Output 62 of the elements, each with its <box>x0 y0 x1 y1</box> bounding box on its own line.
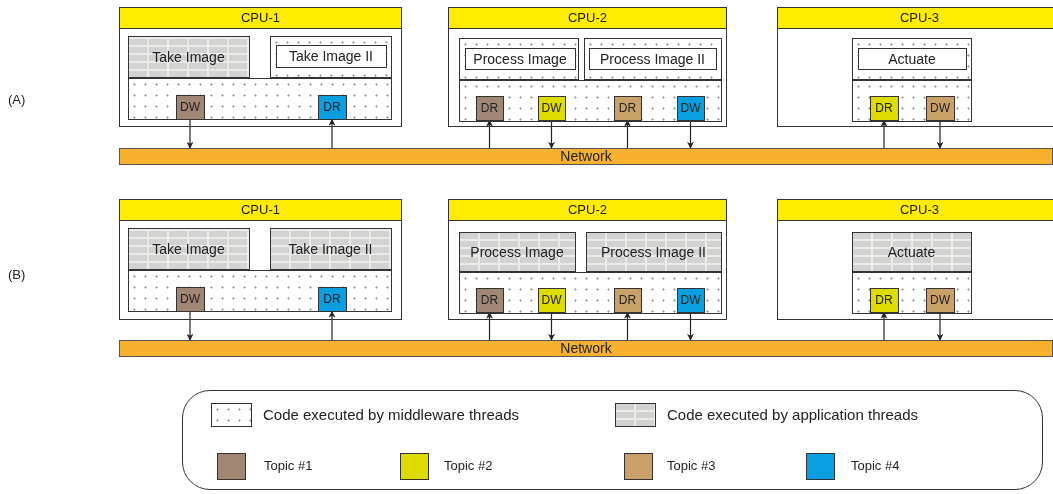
topic-box: DR <box>317 94 347 120</box>
network-bar: Network <box>119 148 1053 165</box>
legend-label: Topic #4 <box>851 458 900 474</box>
legend-label: Code executed by middleware threads <box>263 405 519 423</box>
topic-box: DR <box>869 95 899 121</box>
arrow <box>186 118 194 149</box>
cpu-box <box>777 199 1053 320</box>
network-bar: Network <box>119 340 1053 357</box>
topic-box: DW <box>175 286 205 312</box>
cpu-header: CPU-1 <box>120 8 401 29</box>
panel-label: (B) <box>8 267 26 282</box>
cpu-header: CPU-2 <box>449 8 726 29</box>
task-box: Actuate <box>851 231 972 272</box>
topic-box: DR <box>613 287 642 313</box>
cpu-box <box>119 7 402 127</box>
topic-box: DW <box>925 95 955 121</box>
middleware-frame <box>458 37 579 80</box>
topic-box: DR <box>613 95 642 121</box>
arrow <box>328 310 336 341</box>
topic-box: DR <box>317 286 347 312</box>
cpu-box <box>119 199 402 320</box>
task-box: Process Image II <box>588 47 717 70</box>
cpu-box <box>448 199 727 320</box>
cpu-box <box>777 7 1053 127</box>
task-box: Process Image <box>458 231 576 272</box>
topic-box: DW <box>676 287 705 313</box>
legend-label: Topic #2 <box>444 458 493 474</box>
task-box: Process Image <box>464 47 576 70</box>
topic-box: DW <box>537 95 566 121</box>
topic-box: DW <box>676 95 705 121</box>
topic-box: DW <box>925 287 955 313</box>
legend-label: Code executed by application threads <box>667 405 918 423</box>
task-box: Take Image <box>127 35 250 78</box>
panel-label: (A) <box>8 92 26 107</box>
topic-box: DR <box>475 95 504 121</box>
middleware-band <box>458 79 722 122</box>
middleware-band <box>127 269 392 312</box>
arrow <box>328 118 336 149</box>
arrow <box>186 310 194 341</box>
task-box: Actuate <box>857 47 967 70</box>
legend-label: Topic #1 <box>264 458 313 474</box>
middleware-frame <box>851 37 972 80</box>
task-box: Take Image <box>127 227 250 270</box>
cpu-header: CPU-3 <box>778 8 1053 29</box>
middleware-band <box>851 271 972 314</box>
topic-box: DR <box>869 287 899 313</box>
middleware-frame <box>583 37 722 80</box>
task-box: Process Image II <box>585 231 722 272</box>
middleware-band <box>851 79 972 122</box>
topic-box: DW <box>537 287 566 313</box>
cpu-box <box>448 7 727 127</box>
task-box: Take Image II <box>269 227 392 270</box>
task-box: Take Image II <box>275 44 387 68</box>
cpu-header: CPU-3 <box>778 200 1053 221</box>
topic-box: DW <box>175 94 205 120</box>
cpu-header: CPU-1 <box>120 200 401 221</box>
middleware-band <box>458 271 722 314</box>
cpu-header: CPU-2 <box>449 200 726 221</box>
middleware-band <box>127 77 392 120</box>
legend-label: Topic #3 <box>667 458 716 474</box>
middleware-frame <box>269 35 392 78</box>
topic-box: DR <box>475 287 504 313</box>
